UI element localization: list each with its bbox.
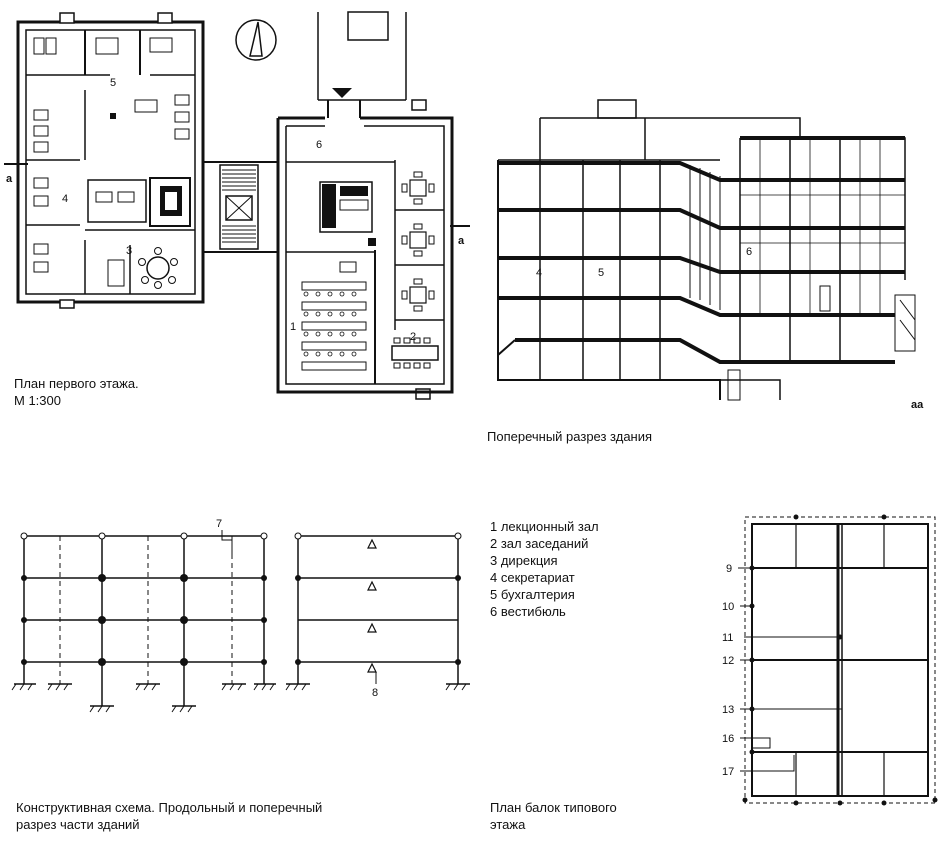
beam-caption-line2: этажа — [490, 817, 526, 832]
section-mark-a-right: а — [458, 235, 465, 247]
room-number-5: 5 — [110, 77, 116, 89]
plan-caption-title: План первого этажа. — [14, 376, 139, 391]
section-mark-aa: аа — [911, 399, 924, 411]
room-number-2: 2 — [410, 331, 416, 343]
legend-item-4: 4 секретариат — [490, 570, 575, 585]
callout-8: 8 — [372, 687, 378, 699]
section-room-6: 6 — [746, 246, 752, 258]
legend-item-1: 1 лекционный зал — [490, 519, 599, 534]
callout-12: 12 — [722, 655, 734, 667]
legend-item-5: 5 бухгалтерия — [490, 587, 575, 602]
structural-caption-line2: разрез части зданий — [16, 817, 140, 832]
room-number-3: 3 — [126, 245, 132, 257]
legend-item-2: 2 зал заседаний — [490, 536, 589, 551]
room-number-4: 4 — [62, 193, 68, 205]
plan-caption-scale: М 1:300 — [14, 393, 61, 408]
section-mark-a-left: а — [6, 173, 13, 185]
callout-16: 16 — [722, 733, 734, 745]
callout-13: 13 — [722, 704, 734, 716]
callout-7: 7 — [216, 518, 222, 530]
callout-10: 10 — [722, 601, 734, 613]
structural-caption-line1: Конструктивная схема. Продольный и попер… — [16, 800, 323, 815]
room-number-6: 6 — [316, 139, 322, 151]
room-number-1: 1 — [290, 321, 296, 333]
legend-item-3: 3 дирекция — [490, 553, 558, 568]
callout-11: 11 — [722, 632, 733, 644]
room-legend: 1 лекционный зал 2 зал заседаний 3 дирек… — [490, 518, 599, 620]
callout-17: 17 — [722, 766, 734, 778]
section-caption: Поперечный разрез здания — [487, 429, 653, 444]
section-room-4: 4 — [536, 267, 542, 279]
section-room-5: 5 — [598, 267, 604, 279]
beam-caption-line1: План балок типового — [490, 800, 617, 815]
callout-9: 9 — [726, 563, 732, 575]
legend-item-6: 6 вестибюль — [490, 604, 566, 619]
